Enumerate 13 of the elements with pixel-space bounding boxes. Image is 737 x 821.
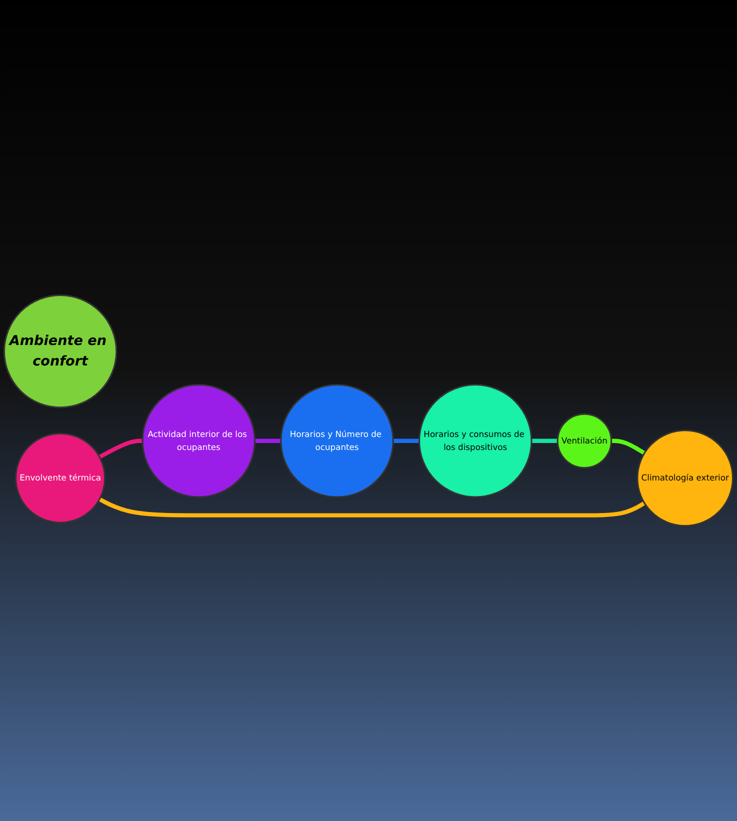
node-circle: Climatología exterior bbox=[636, 430, 734, 527]
connector bbox=[98, 497, 646, 518]
node-circle: Horarios y Número de ocupantes bbox=[280, 384, 394, 498]
node-circle: Horarios y consumos de los dispositivos bbox=[418, 384, 532, 498]
node-circle: Envolvente térmica bbox=[14, 432, 106, 524]
connector bbox=[98, 438, 143, 459]
node-circle: Actividad interior de los ocupantes bbox=[142, 384, 256, 498]
connector bbox=[611, 438, 646, 455]
node-circle: Ambiente en confort bbox=[3, 294, 118, 408]
connector bbox=[393, 438, 420, 443]
connector bbox=[532, 438, 558, 443]
node-circle: Ventilación bbox=[556, 413, 612, 469]
connector bbox=[254, 438, 281, 443]
